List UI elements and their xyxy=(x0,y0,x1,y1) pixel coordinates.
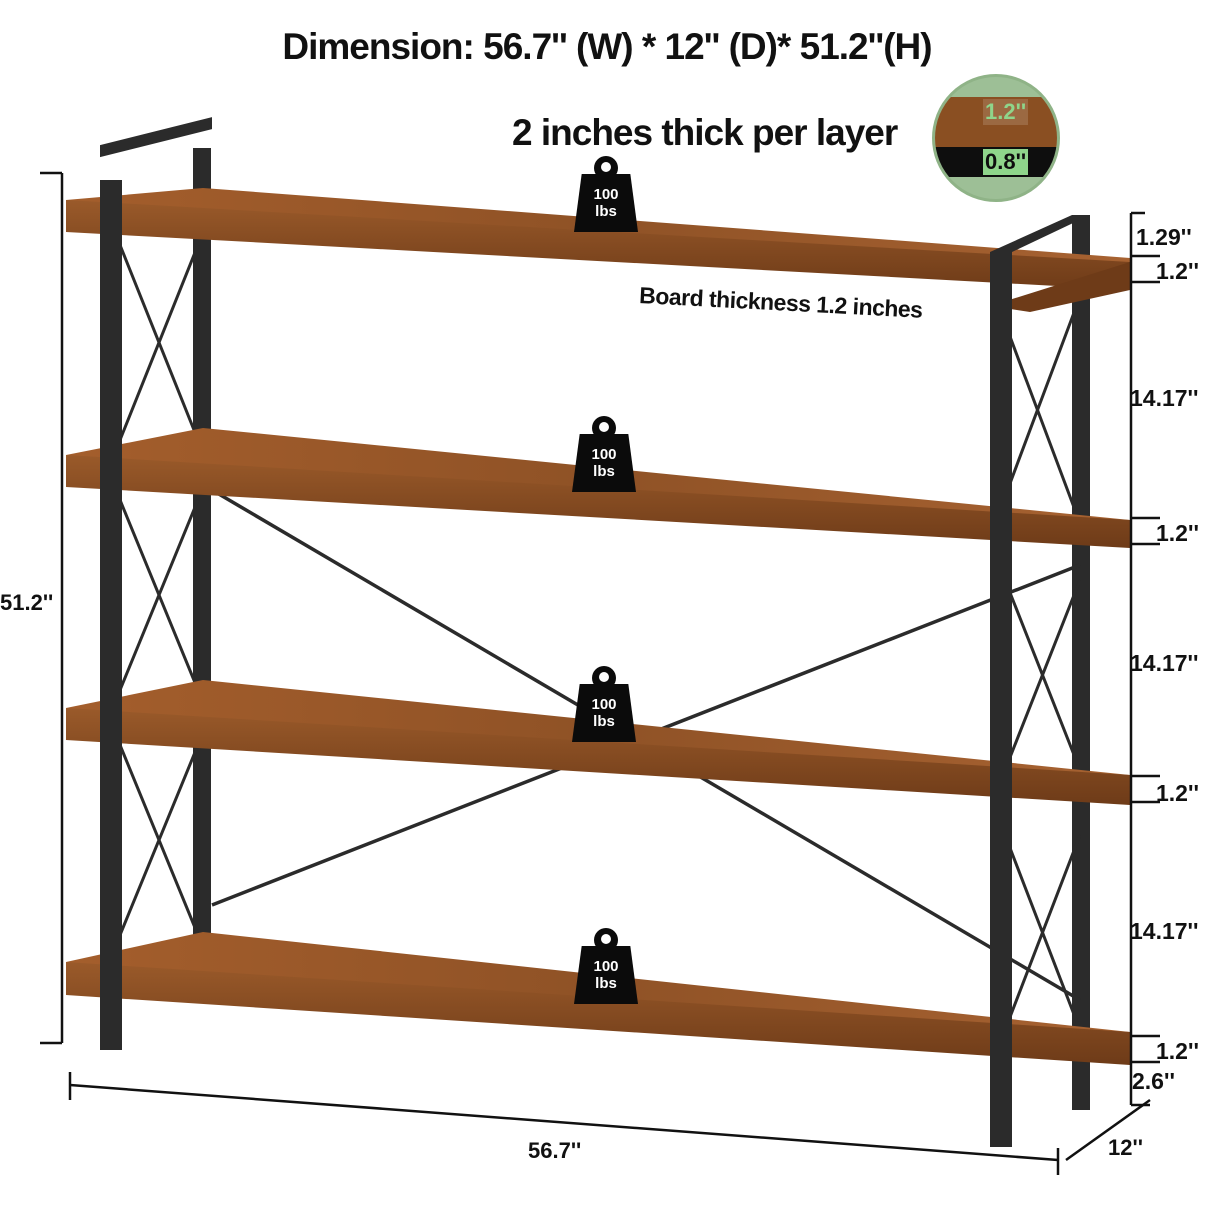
shelf-spacing-label: 14.17'' xyxy=(1130,385,1199,411)
dimension-lines xyxy=(40,171,1160,1175)
side-braces xyxy=(118,244,1082,1031)
front-frame xyxy=(100,117,1090,1147)
layer-thickness-note: 2 inches thick per layer xyxy=(512,112,898,153)
dimension-title: Dimension: 56.7'' (W) * 12'' (D)* 51.2''… xyxy=(282,26,932,67)
bottom-clearance-label: 2.6'' xyxy=(1132,1068,1175,1094)
shelf-spacing-label: 14.17'' xyxy=(1130,918,1199,944)
inset-frame-label: 0.8'' xyxy=(983,149,1029,175)
board-thickness-label: 1.2'' xyxy=(1156,258,1199,284)
board-thickness-label: 1.2'' xyxy=(1156,1038,1199,1064)
width-label: 56.7'' xyxy=(528,1138,582,1163)
board-thickness-label: 1.2'' xyxy=(1156,520,1199,546)
inset-board-label: 1.2'' xyxy=(983,99,1029,125)
depth-label: 12'' xyxy=(1108,1135,1143,1160)
inset-board xyxy=(935,97,1057,147)
top-gap-label: 1.29'' xyxy=(1136,224,1192,250)
shelf-spacing-label: 14.17'' xyxy=(1130,650,1199,676)
board-thickness-label: 1.2'' xyxy=(1156,780,1199,806)
height-label: 51.2'' xyxy=(0,590,54,615)
thickness-detail-inset: 1.2'' 0.8'' xyxy=(932,74,1060,202)
